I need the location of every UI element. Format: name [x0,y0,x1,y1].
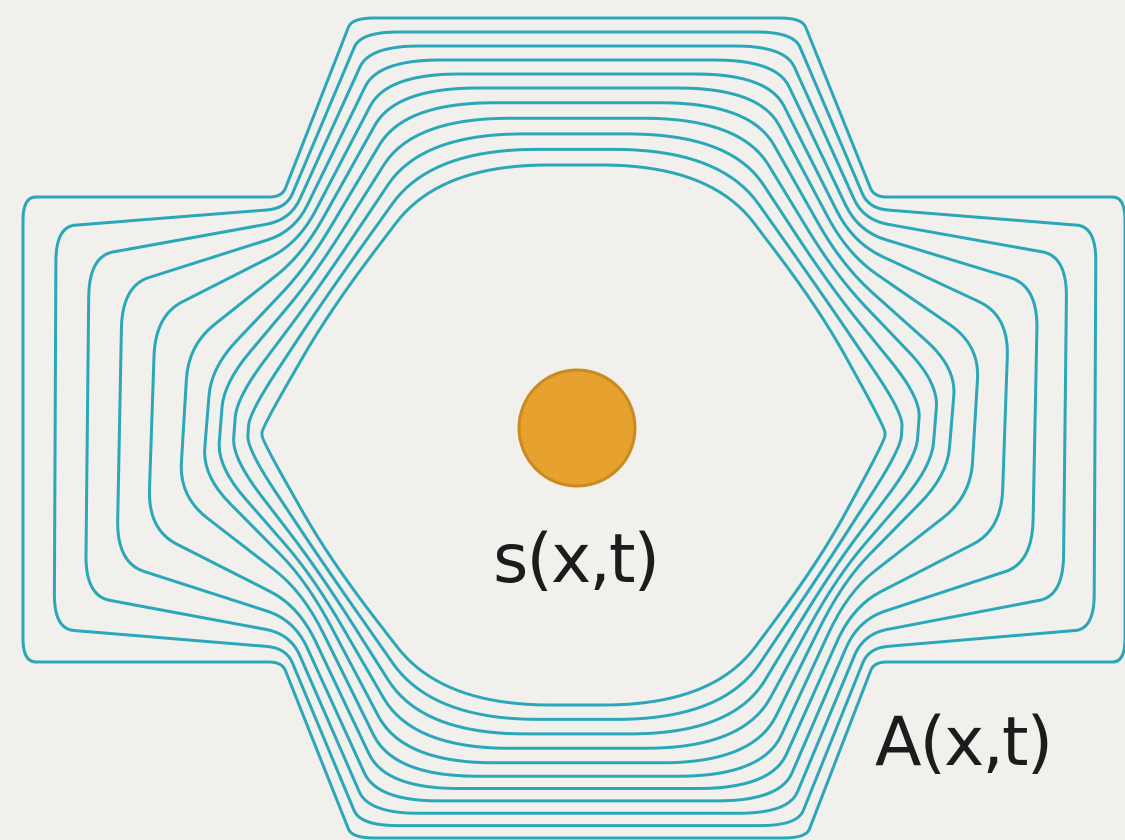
contour-line [232,132,921,736]
contour-line [21,16,1125,840]
contour-line [246,147,904,721]
contour-line [260,163,887,707]
source-label: s(x,t) [493,520,658,599]
source-point [517,368,637,488]
contour-line [217,116,938,750]
contour-line [147,72,1009,790]
contour-line [116,58,1039,803]
field-label: A(x,t) [875,703,1051,782]
contour-line [52,30,1098,828]
contour-line [203,101,956,765]
contour-line [84,44,1068,815]
field-contour-lines [21,16,1125,840]
contour-line [179,86,980,778]
